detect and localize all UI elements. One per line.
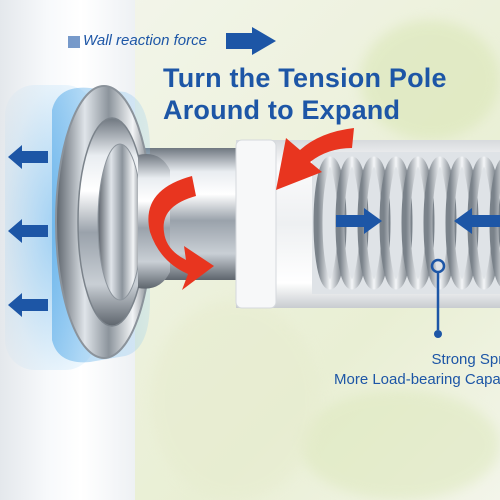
wall-force-arrow-icon — [8, 145, 48, 317]
headline: Turn the Tension Pole Around to Expand — [163, 62, 447, 126]
compression-arrow-icon — [336, 208, 500, 234]
wall-reaction-force-label: Wall reaction force — [83, 32, 207, 49]
wall-force-arrow-icon — [68, 27, 276, 55]
spring-callout-line — [430, 258, 446, 338]
headline-line-1: Turn the Tension Pole — [163, 63, 447, 93]
spring-callout-line-2: More Load-bearing Capacity — [334, 371, 500, 388]
background-foliage — [300, 390, 500, 500]
spring-callout-text: Strong Spring More Load-bearing Capacity — [334, 350, 500, 390]
headline-line-2: Around to Expand — [163, 95, 401, 125]
end-cap — [52, 85, 170, 363]
background-foliage — [150, 300, 320, 500]
spring-callout-line-1: Strong Spring — [431, 351, 500, 368]
background-foliage — [360, 20, 500, 140]
rotation-arrow-icon — [148, 128, 354, 290]
